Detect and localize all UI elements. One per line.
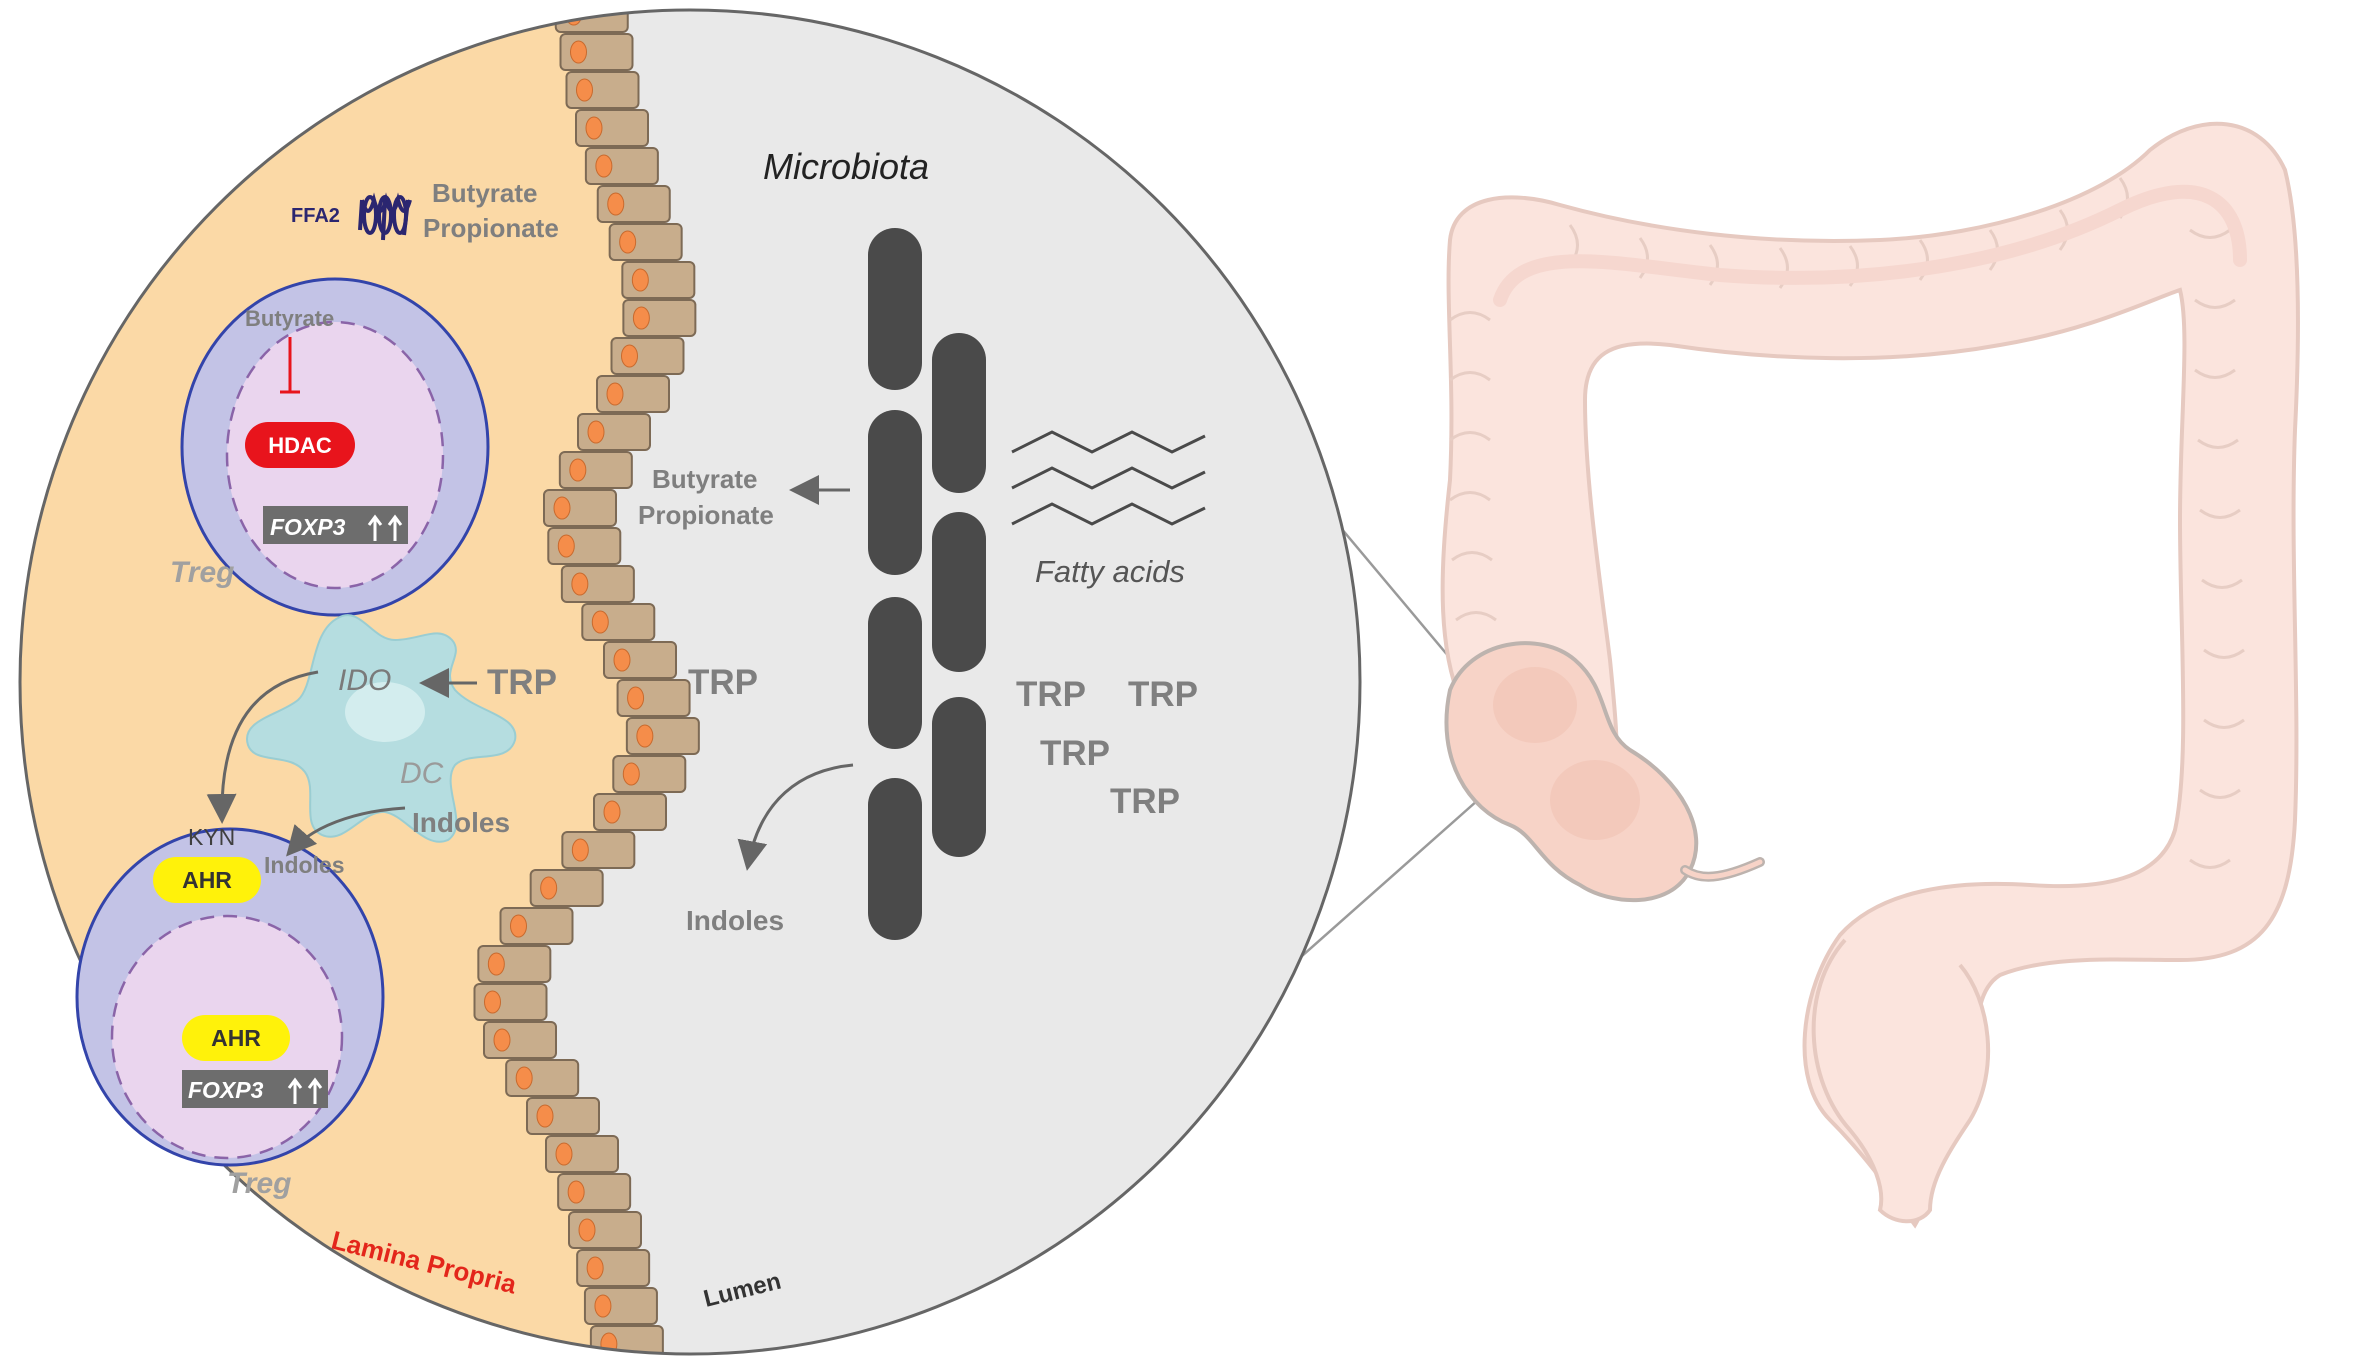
epithelial-nucleus — [606, 382, 624, 406]
ahr-nucleus-badge — [182, 1015, 290, 1061]
zoom-circle-border — [18, 8, 1362, 1356]
propionate-top-label: Propionate — [423, 213, 559, 243]
epithelial-nucleus — [487, 952, 505, 976]
epithelial-nucleus — [595, 154, 613, 178]
foxp3-gene-box-bottom — [182, 1070, 328, 1108]
epithelial-nucleus — [603, 800, 621, 824]
trp-lumen-label-3: TRP — [1040, 734, 1110, 773]
epithelial-nucleus — [540, 876, 558, 900]
ffa2-receptor-icon — [358, 192, 412, 241]
indoles-lumen-label: Indoles — [686, 905, 784, 936]
ffa2-label: FFA2 — [291, 205, 340, 227]
bacterium — [868, 597, 922, 749]
fatty-acids-icon — [1011, 430, 1206, 526]
treg-bottom-label: Treg — [227, 1167, 291, 1200]
epithelial-nucleus — [569, 458, 587, 482]
epithelial-nucleus — [594, 1294, 612, 1318]
trp-lumen-label-1: TRP — [1016, 675, 1086, 714]
epithelial-nucleus — [627, 686, 645, 710]
fatty-acids-label: Fatty acids — [1035, 554, 1185, 589]
microbiota-bacteria — [868, 228, 986, 940]
epithelial-nucleus — [621, 344, 638, 368]
epithelial-nucleus — [587, 420, 605, 444]
epithelial-nucleus — [631, 268, 649, 292]
epithelial-nucleus — [484, 990, 501, 1014]
indoles-top-label: Indoles — [412, 807, 510, 838]
epithelial-nucleus — [515, 1066, 533, 1090]
ido-label: IDO — [338, 664, 391, 697]
treg-cell-top — [180, 192, 490, 617]
treg-top-label: Treg — [170, 556, 234, 589]
ahr-nucleus-label: AHR — [211, 1025, 261, 1051]
epithelial-nucleus — [557, 534, 575, 558]
epithelial-nucleus — [493, 1028, 511, 1052]
up-arrows-icon — [367, 514, 403, 541]
butyrate-top-label: Butyrate — [432, 178, 537, 208]
kyn-label: KYN — [188, 824, 235, 850]
arrow-ido-kyn — [206, 670, 319, 824]
epithelial-nucleus — [578, 1218, 596, 1242]
epithelial-nucleus — [607, 192, 625, 216]
epithelial-nucleus — [571, 572, 589, 596]
foxp3-top: FOXP3 — [270, 514, 403, 541]
epithelial-nucleus — [600, 1332, 618, 1354]
foxp3-bottom: FOXP3 — [188, 1077, 323, 1104]
arrows — [206, 475, 854, 871]
epithelial-nucleus — [613, 648, 631, 672]
treg-cell-bottom — [75, 827, 385, 1167]
epithelial-nucleus — [591, 610, 609, 634]
dc-label: DC — [400, 757, 444, 790]
up-arrows-icon — [287, 1077, 323, 1104]
bacterium — [868, 778, 922, 940]
epithelial-nucleus — [576, 78, 593, 102]
butyrate-cell-label: Butyrate — [245, 306, 334, 331]
epithelial-nucleus — [570, 40, 587, 64]
bacterium — [932, 512, 986, 672]
epithelial-nucleus — [555, 1142, 573, 1166]
arrow-bacteria-indoles — [737, 763, 854, 871]
ahr-membrane-label: AHR — [182, 867, 232, 893]
colon-illustration — [1440, 121, 2300, 1229]
bacterium — [932, 697, 986, 857]
epithelial-nucleus — [553, 496, 571, 520]
epithelial-nucleus — [567, 1180, 585, 1204]
epithelial-nucleus — [636, 724, 654, 748]
epithelial-nucleus — [619, 230, 637, 254]
epithelium-layer — [473, 10, 700, 1354]
trp-dc-label: TRP — [487, 663, 557, 702]
trp-lumen-label-2: TRP — [1128, 675, 1198, 714]
foxp3-top-label: FOXP3 — [270, 514, 346, 540]
butyrate-mid-label: Butyrate — [652, 464, 757, 494]
epithelial-nucleus — [536, 1104, 554, 1128]
bacterium — [868, 228, 922, 390]
epithelial-nucleus — [510, 914, 527, 938]
epithelial-nucleus — [571, 838, 589, 862]
epithelial-nucleus — [585, 116, 603, 140]
hdac-label: HDAC — [268, 433, 332, 458]
arrow-indoles-cell — [286, 806, 406, 857]
indoles-cell-label: Indoles — [264, 852, 345, 878]
foxp3-bottom-label: FOXP3 — [188, 1077, 264, 1103]
hdac-badge — [245, 422, 355, 468]
propionate-mid-label: Propionate — [638, 500, 774, 530]
ahr-membrane-badge — [153, 857, 261, 903]
bacterium — [868, 410, 922, 575]
trp-lumen-label-4: TRP — [1110, 782, 1180, 821]
foxp3-gene-box — [263, 506, 408, 544]
trp-epithelium-label: TRP — [688, 663, 758, 702]
epithelial-nucleus — [586, 1256, 604, 1280]
epithelial-nucleus — [632, 306, 650, 330]
bacterium — [932, 333, 986, 493]
epithelial-nucleus — [622, 762, 640, 786]
microbiota-label: Microbiota — [763, 146, 929, 187]
